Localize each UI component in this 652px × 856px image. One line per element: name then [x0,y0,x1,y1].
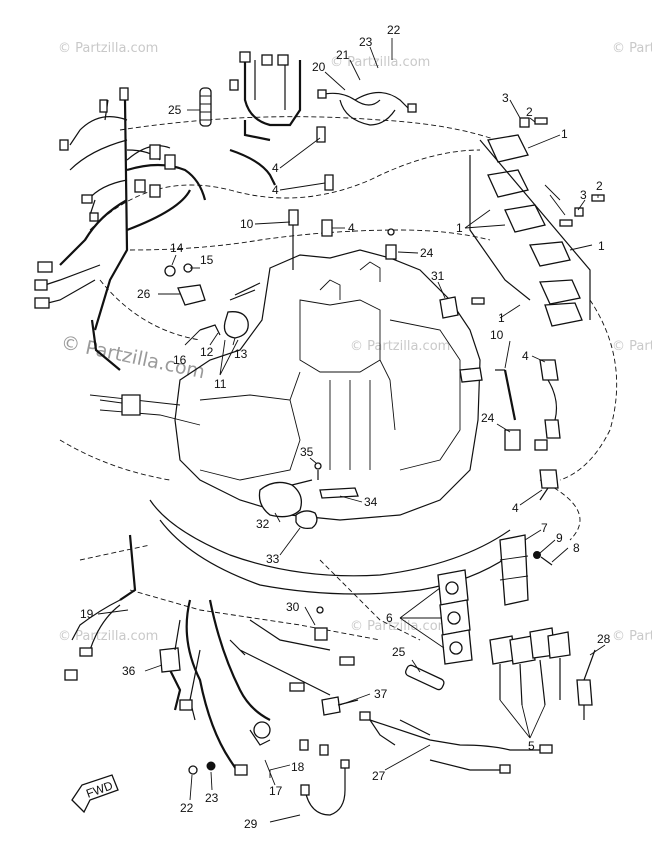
callout-label: 10 [240,217,254,231]
watermark: © Partzilla.com [330,55,430,70]
watermarks: © Partzilla.com © Partzilla.com © Partzi… [58,41,652,644]
fwd-label: FWD [84,778,115,801]
callout-label: 34 [364,495,378,509]
callout-label: 6 [386,611,393,625]
callout-label: 14 [170,241,184,255]
callout-label: 2 [526,105,533,119]
callout-label: 28 [597,632,611,646]
callout-label: 18 [291,760,305,774]
callout-label: 2 [596,179,603,193]
callout-label: 1 [498,311,505,325]
callout-label: 10 [490,328,504,342]
callout-label: 17 [269,784,283,798]
harness-right [459,359,561,501]
callout-label: 25 [168,103,182,117]
callout-label: 13 [234,347,248,361]
callout-label: 35 [300,445,314,459]
callout-label: 4 [272,183,279,197]
callout-label: 29 [244,817,258,831]
callout-label: 22 [387,23,401,37]
part-25-bottom [405,664,445,691]
callout-label: 27 [372,769,386,783]
callout-label: 1 [561,127,568,141]
callout-label: 22 [180,801,194,815]
watermark: © Partzilla.com [58,629,158,644]
center-components [258,462,359,530]
callout-label: 11 [214,377,227,391]
watermark: © Partzilla.com [58,41,158,56]
callout-label: 7 [541,521,548,535]
callout-label: 4 [272,161,279,175]
callout-labels: 22 23 21 20 25 3 2 1 4 4 3 2 10 4 1 1 14… [80,23,611,831]
callout-label: 3 [502,91,509,105]
callout-label: 37 [374,687,388,701]
watermark: © Partzilla.com [350,339,450,354]
callout-label: 21 [336,48,350,62]
callout-label: 33 [266,552,280,566]
callout-label: 3 [580,188,587,202]
callout-label: 15 [200,253,214,267]
callout-label: 31 [431,269,445,283]
callout-label: 9 [556,531,563,545]
part-29 [300,759,350,816]
harness-top-left [34,87,207,371]
callout-label: 36 [122,664,136,678]
callout-label: 19 [80,607,94,621]
sensors-center [385,228,485,319]
callout-label: 23 [359,35,373,49]
leader-lines [97,38,606,823]
callout-label: 32 [256,517,270,531]
rectifier-group [437,534,553,665]
callout-label: 4 [512,501,519,515]
callout-label: 24 [481,411,495,425]
callout-label: 26 [137,287,151,301]
harness-27 [321,696,553,774]
callout-label: 24 [420,246,434,260]
mid-left-components [99,263,261,416]
watermark: © Partzilla.com [612,339,652,354]
callout-label: 12 [200,345,214,359]
callout-label: 1 [456,221,463,235]
watermark: © Partzilla.com [350,619,450,634]
ignition-coils [469,117,605,327]
callout-label: 30 [286,600,300,614]
callout-label: 1 [598,239,605,253]
harness-top-center [229,51,417,186]
callout-label: 4 [348,221,355,235]
part-30 [314,606,328,641]
harness-bottom-left [64,534,355,776]
switches-5 [489,627,596,720]
watermark: © Partzilla.com [612,41,652,56]
callout-label: 25 [392,645,406,659]
callout-label: 20 [312,60,326,74]
spark-plug-caps [288,126,334,270]
callout-label: 5 [528,739,535,753]
callout-label: 16 [173,353,187,367]
part-25-top [199,87,212,127]
callout-label: 8 [573,541,580,555]
watermark: © Partzilla.com [612,629,652,644]
fwd-arrow: FWD [71,774,119,814]
callout-label: 23 [205,791,219,805]
callout-label: 4 [522,349,529,363]
